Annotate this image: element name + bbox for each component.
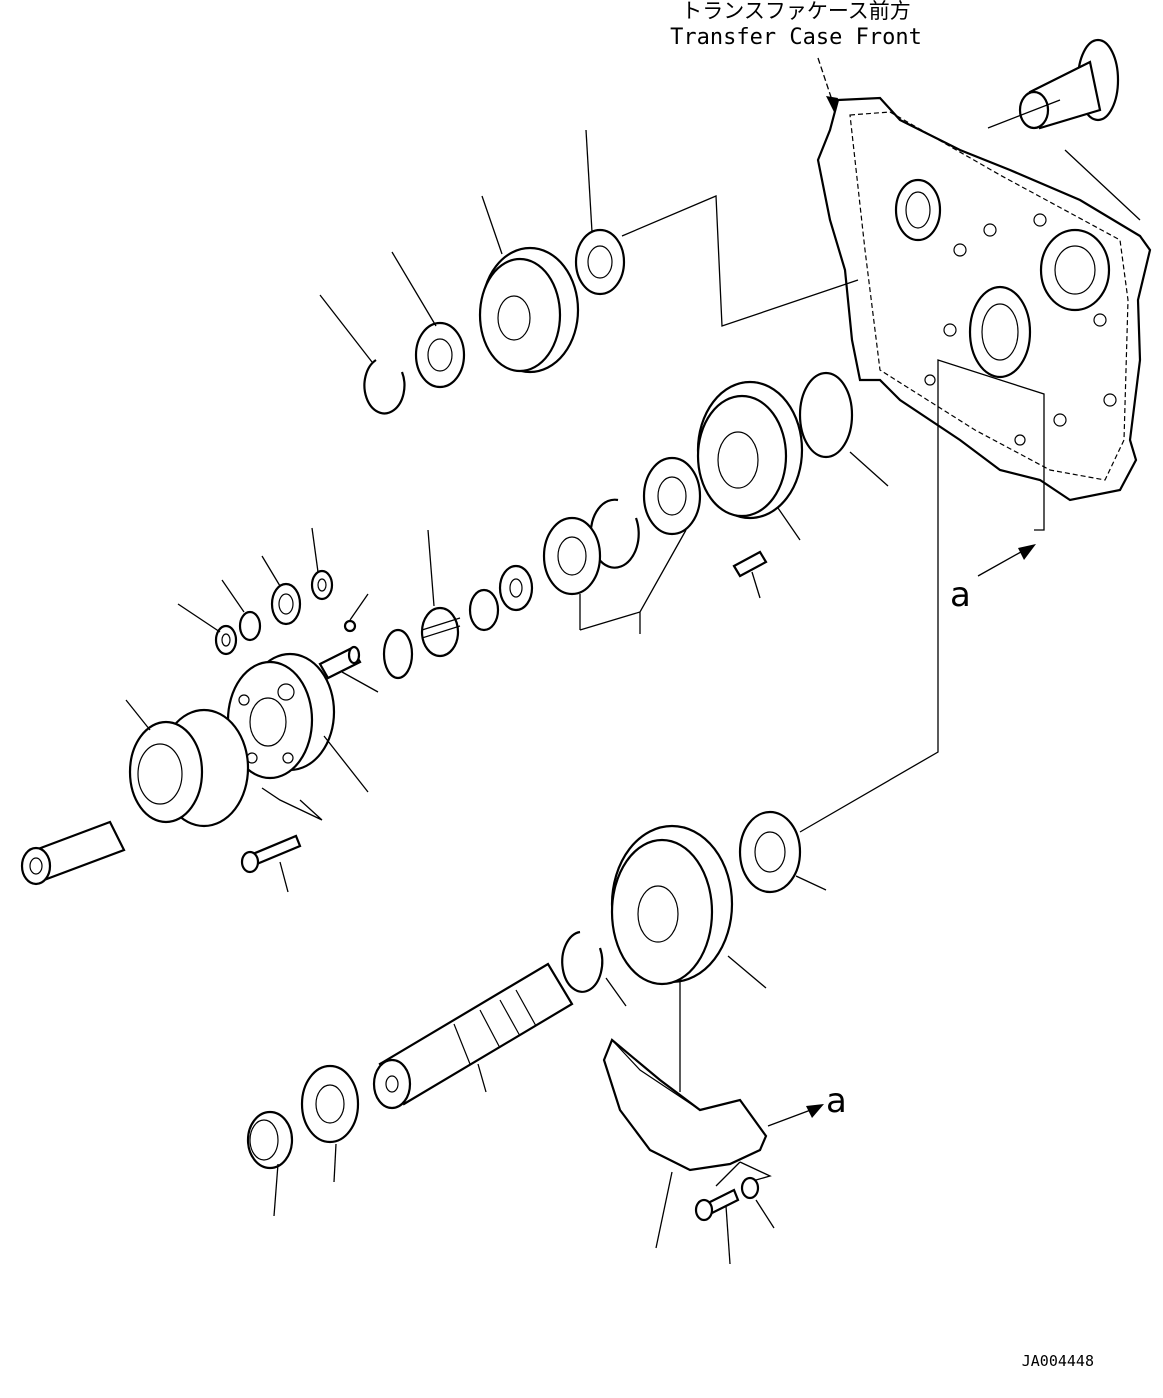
output-gear-lower [610, 824, 767, 989]
bolt-cover [694, 1188, 740, 1265]
snap-ring-upper [319, 294, 406, 415]
transfer-case-housing [816, 96, 1152, 502]
title-english: Transfer Case Front [670, 25, 922, 50]
snap-ring-small-1 [468, 588, 500, 632]
output-gear-middle [696, 380, 804, 541]
svg-text:a: a [826, 1081, 847, 1121]
bearing-middle-right [642, 456, 702, 536]
needle-bearing-middle [420, 529, 461, 658]
view-a-lower: a [767, 1081, 847, 1127]
flanged-shaft [1018, 38, 1120, 130]
bearing-middle-left [542, 516, 602, 596]
snap-ring-middle [589, 498, 640, 569]
svg-text:a: a [950, 575, 971, 615]
bearing-upper-right [574, 129, 626, 296]
needle-roller [221, 579, 262, 642]
snap-ring-small-2 [382, 628, 414, 680]
output-shaft-splined [372, 962, 574, 1110]
cap-plug [246, 1110, 294, 1217]
ball-small [343, 593, 369, 633]
sleeve-shaft [20, 820, 126, 886]
bearing-lower-right [738, 810, 827, 894]
bearing-lower-left [300, 1064, 360, 1183]
gear-pinion-small [261, 555, 302, 626]
washer-small [177, 603, 238, 656]
snap-ring-lower [561, 930, 627, 1007]
seal-collar [498, 564, 534, 612]
title-japanese: トランスファケース前方 [681, 0, 911, 23]
thrust-washer [310, 527, 334, 601]
view-a-upper: a [950, 544, 1036, 615]
drawing-number: JA004448 [1022, 1352, 1094, 1370]
pinion-shaft [318, 645, 379, 693]
bearing-upper-left [391, 251, 466, 389]
dowel-pin-right [732, 550, 768, 599]
bolt-carrier [240, 834, 302, 893]
idler-gear-upper [478, 195, 580, 374]
cover-guard [602, 982, 768, 1249]
ring-gear-left [125, 699, 250, 828]
planet-carrier [226, 652, 369, 793]
washer-cover [740, 1176, 775, 1229]
o-ring [798, 371, 889, 487]
front-direction-arrow [817, 57, 838, 112]
